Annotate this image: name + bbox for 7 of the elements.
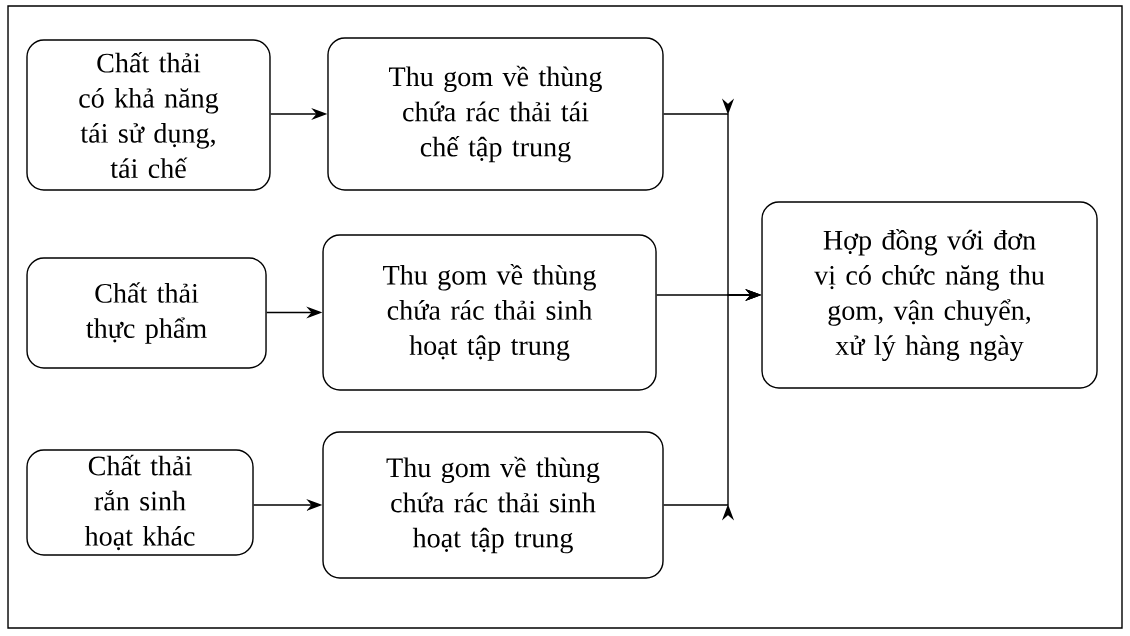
process-box: Chất thải có khả năng tái sử dụng, tái chế xyxy=(26,39,271,191)
process-box: Chất thải thực phẩm xyxy=(26,257,267,369)
process-box: Chất thải rắn sinh hoạt khác xyxy=(26,449,254,556)
process-box: Thu gom về thùng chứa rác thải sinh hoạt tập trung xyxy=(322,234,657,391)
process-box: Thu gom về thùng chứa rác thải sinh hoạt tập trung xyxy=(322,431,664,579)
process-box: Thu gom về thùng chứa rác thải tái chế tập trung xyxy=(327,37,664,191)
process-box: Hợp đồng với đơn vị có chức năng thu gom, vận chuyển, xử lý hàng ngày xyxy=(761,201,1098,389)
